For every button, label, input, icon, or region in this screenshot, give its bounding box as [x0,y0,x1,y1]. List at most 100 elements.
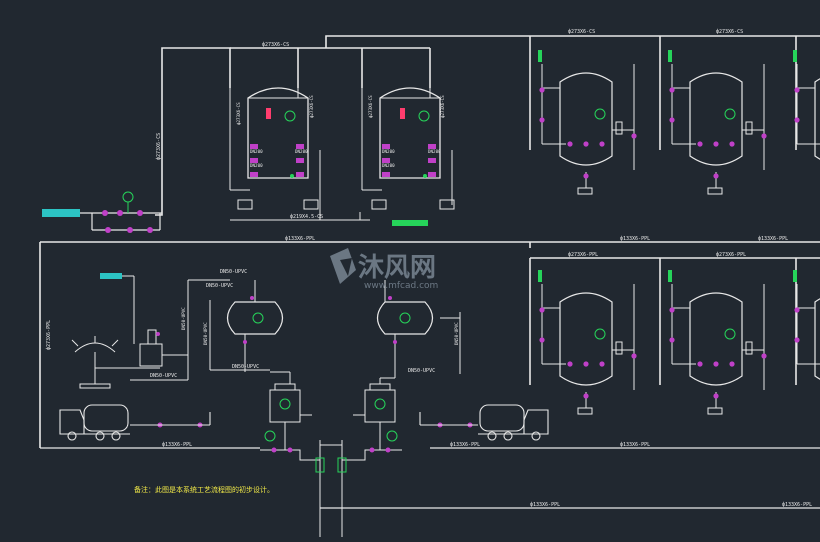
dosing-pump-unit [139,343,163,367]
tank-valve [669,337,675,343]
tank-level-gauge [793,50,797,62]
tank-level-gauge [793,270,797,282]
dosing-tank-left-marker-icon [252,312,264,324]
label-bottom-filter: ф219X4.5-CS [290,214,323,220]
tank-valve [713,173,719,179]
tank-drain-box [707,187,723,195]
inlet-flowmeter-icon [122,191,134,203]
label-filter-b-left: ф273X6-CS [368,95,373,118]
storage-tank [689,72,743,166]
mixing-tank-left [269,371,312,432]
bottom-header [40,447,820,509]
transfer-pumps [157,422,473,537]
chemical-dosing-area [71,275,270,389]
tank-valve [794,117,800,123]
tank-valve [761,133,767,139]
tank-valve [583,141,589,147]
tank-filter-element [615,341,623,355]
tank-marker-icon [724,108,736,120]
label-upvc-4: DN50-UPVC [203,322,208,345]
pump-left-icon [264,430,276,442]
pipe-labels: ф273X6-CS ф273X6-CS ф273X6-CS ф273X6-CS … [46,29,812,508]
label-filter-b-right: ф273X6-CS [440,95,445,118]
valve-label: DN200 [382,163,395,168]
tank-valve [583,361,589,367]
tank-valve [539,307,545,313]
tank-level-gauge [538,50,542,62]
tank-valve [567,361,573,367]
filter-a-drain-box [237,199,253,210]
tank-drain-box [707,407,723,415]
tank-valve [697,141,703,147]
sprinkler-head-icon [74,342,116,353]
tank-valve [729,361,735,367]
tank-valve [794,307,800,313]
ppl-header [39,241,820,448]
tank-level-gauge [538,270,542,282]
tank-valve [697,361,703,367]
tank-valve [583,393,589,399]
label-lower-right-1: ф273X6-PPL [568,252,598,258]
storage-tank [559,72,613,166]
label-top-right-1: ф273X6-CS [568,29,595,35]
tank-valve [794,337,800,343]
tank-valve [713,393,719,399]
mixing-tank-right [353,377,396,432]
label-bottom-main: ф133X6-PPL [530,502,560,508]
tank-valve [761,353,767,359]
tank-filter-element [615,121,623,135]
label-mid-right-1: ф133X6-PPL [620,236,650,242]
label-upvc-7: DN50-UPVC [408,368,435,374]
tanker-truck-left [59,404,211,441]
storage-tank [814,298,820,380]
label-mid-right-2: ф133X6-PPL [758,236,788,242]
valve-labels: DN200 DN200 DN200 DN200 DN200 DN200 [250,149,441,168]
tank-marker-icon [594,108,606,120]
filter-vessel-a [229,87,370,221]
label-bottom-far-right: ф133X6-PPL [782,502,812,508]
label-upvc-3: DN50-UPVC [181,307,186,330]
label-bottom-left: ф133X6-PPL [162,442,192,448]
tank-valve [713,361,719,367]
dosing-tank-right [376,280,461,378]
tank-drain-box [577,187,593,195]
tank-valve [713,141,719,147]
label-upvc-2: DN50-UPVC [206,283,233,289]
tank-valve [567,141,573,147]
watermark-brand: 沐风网 [358,253,436,283]
tank-valve [539,87,545,93]
dosing-tank-left [226,280,284,372]
tank-level-gauge [668,50,672,62]
tank-filter-element [745,341,753,355]
pump-right-icon [386,430,398,442]
design-note: 备注：此图是本系统工艺流程图的初步设计。 [134,485,274,494]
filter-outlet-tag [392,220,428,226]
watermark-url: www.mfcad.com [364,281,438,291]
watermark-logo [330,248,356,284]
label-lower-right-2: ф273X6-PPL [716,252,746,258]
tank-marker-icon [724,328,736,340]
valve-label: DN200 [428,149,441,154]
tank-valve [539,117,545,123]
tank-valve [669,307,675,313]
watermark: 沐风网 www.mfcad.com [330,248,438,291]
tank-level-gauge [668,270,672,282]
label-upvc-1: DN50-UPVC [220,269,247,275]
tank-drain-box [577,407,593,415]
label-top-main: ф273X6-CS [262,42,289,48]
tank-marker-icon [594,328,606,340]
tanker-truck-right [419,404,549,441]
tank-valve [669,87,675,93]
storage-tank [814,78,820,160]
storage-tank-array [538,50,820,415]
tank-valve [669,117,675,123]
top-main-piping [155,35,820,216]
filter-a-marker-icon [284,110,296,122]
filter-vessel-b [359,87,455,226]
valve-label: DN200 [295,149,308,154]
tank-valve [729,141,735,147]
tank-valve [631,133,637,139]
label-vertical-left: ф273X6-CS [156,133,162,160]
